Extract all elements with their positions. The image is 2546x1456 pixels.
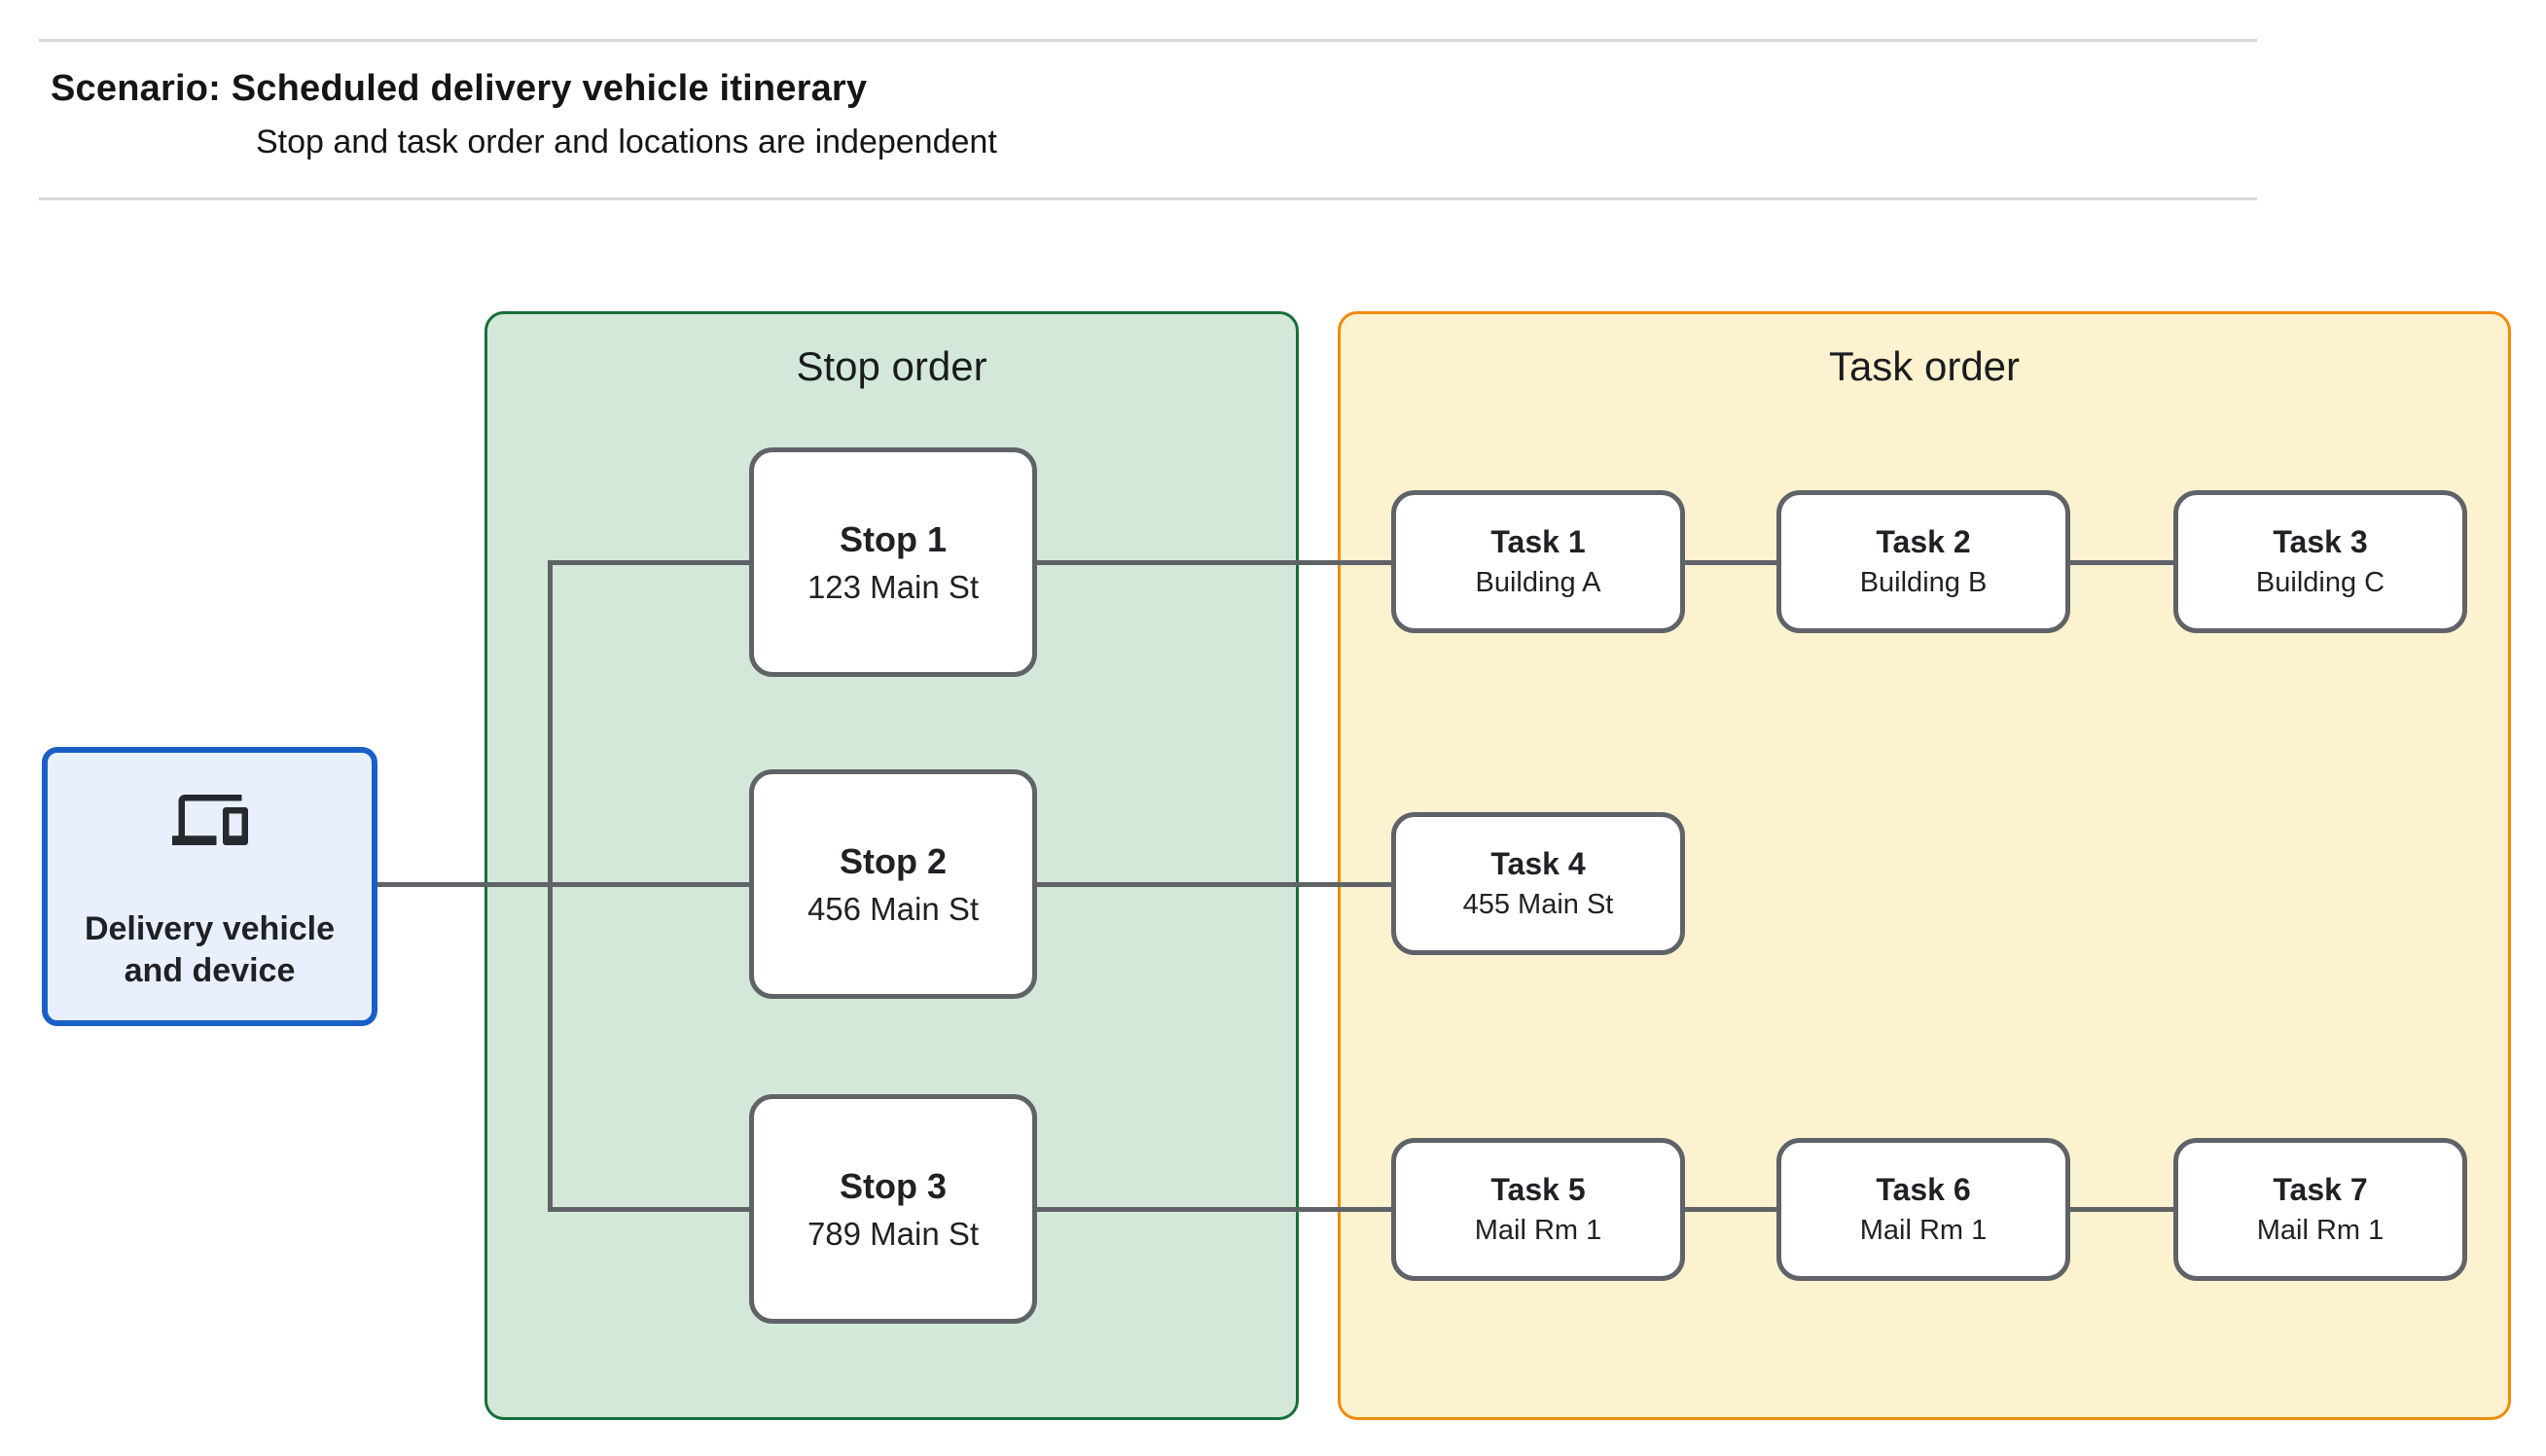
task-name: Task 6 <box>1876 1172 1971 1207</box>
connector-stop2-task4 <box>1033 882 1395 887</box>
stop-name: Stop 1 <box>839 518 947 559</box>
header-bottom-divider <box>39 197 2257 200</box>
stop-node-2: Stop 2 456 Main St <box>749 769 1037 999</box>
connector-task2-task3 <box>2068 560 2177 565</box>
task-location: Building C <box>2255 567 2385 598</box>
connector-vehicle-stop2 <box>375 882 751 887</box>
page-title: Scenario: Scheduled delivery vehicle iti… <box>51 68 867 110</box>
stop-name: Stop 2 <box>839 840 947 881</box>
connector-trunk-stop1 <box>548 560 751 565</box>
connector-task1-task2 <box>1681 560 1780 565</box>
task-node-6: Task 6 Mail Rm 1 <box>1776 1138 2070 1281</box>
task-node-3: Task 3 Building C <box>2173 490 2467 633</box>
stop-location: 456 Main St <box>807 890 980 927</box>
connector-trunk-stop3 <box>548 1207 751 1212</box>
connector-task6-task7 <box>2068 1207 2177 1212</box>
title-text: Scheduled delivery vehicle itinerary <box>231 68 868 109</box>
task-node-2: Task 2 Building B <box>1776 490 2070 633</box>
task-location: Building A <box>1475 567 1601 598</box>
connector-stop3-task5 <box>1033 1207 1395 1212</box>
title-prefix: Scenario: <box>51 68 221 109</box>
task-name: Task 1 <box>1490 524 1586 559</box>
header-top-divider <box>39 39 2257 42</box>
task-name: Task 2 <box>1876 524 1971 559</box>
stop-location: 789 Main St <box>807 1215 980 1252</box>
task-location: Building B <box>1859 567 1988 598</box>
stop-node-3: Stop 3 789 Main St <box>749 1094 1037 1324</box>
task-node-7: Task 7 Mail Rm 1 <box>2173 1138 2467 1281</box>
task-name: Task 7 <box>2273 1172 2368 1207</box>
stop-order-panel-title: Stop order <box>796 343 987 389</box>
delivery-vehicle-node: Delivery vehicle and device <box>42 747 377 1026</box>
connector-stop1-task1 <box>1033 560 1395 565</box>
stop-node-1: Stop 1 123 Main St <box>749 447 1037 677</box>
task-node-4: Task 4 455 Main St <box>1391 812 1685 955</box>
devices-icon <box>171 795 248 845</box>
page-subtitle: Stop and task order and locations are in… <box>256 124 997 160</box>
task-name: Task 3 <box>2273 524 2368 559</box>
task-location: Mail Rm 1 <box>1474 1215 1602 1246</box>
task-name: Task 4 <box>1490 846 1586 881</box>
connector-task5-task6 <box>1681 1207 1780 1212</box>
task-location: Mail Rm 1 <box>1859 1215 1988 1246</box>
stop-location: 123 Main St <box>807 568 980 605</box>
task-location: 455 Main St <box>1462 889 1614 920</box>
task-order-panel-title: Task order <box>1828 343 2021 389</box>
vehicle-node-label: Delivery vehicle and device <box>84 910 336 989</box>
stop-name: Stop 3 <box>839 1165 947 1206</box>
task-node-5: Task 5 Mail Rm 1 <box>1391 1138 1685 1281</box>
task-name: Task 5 <box>1490 1172 1586 1207</box>
task-location: Mail Rm 1 <box>2256 1215 2385 1246</box>
task-node-1: Task 1 Building A <box>1391 490 1685 633</box>
